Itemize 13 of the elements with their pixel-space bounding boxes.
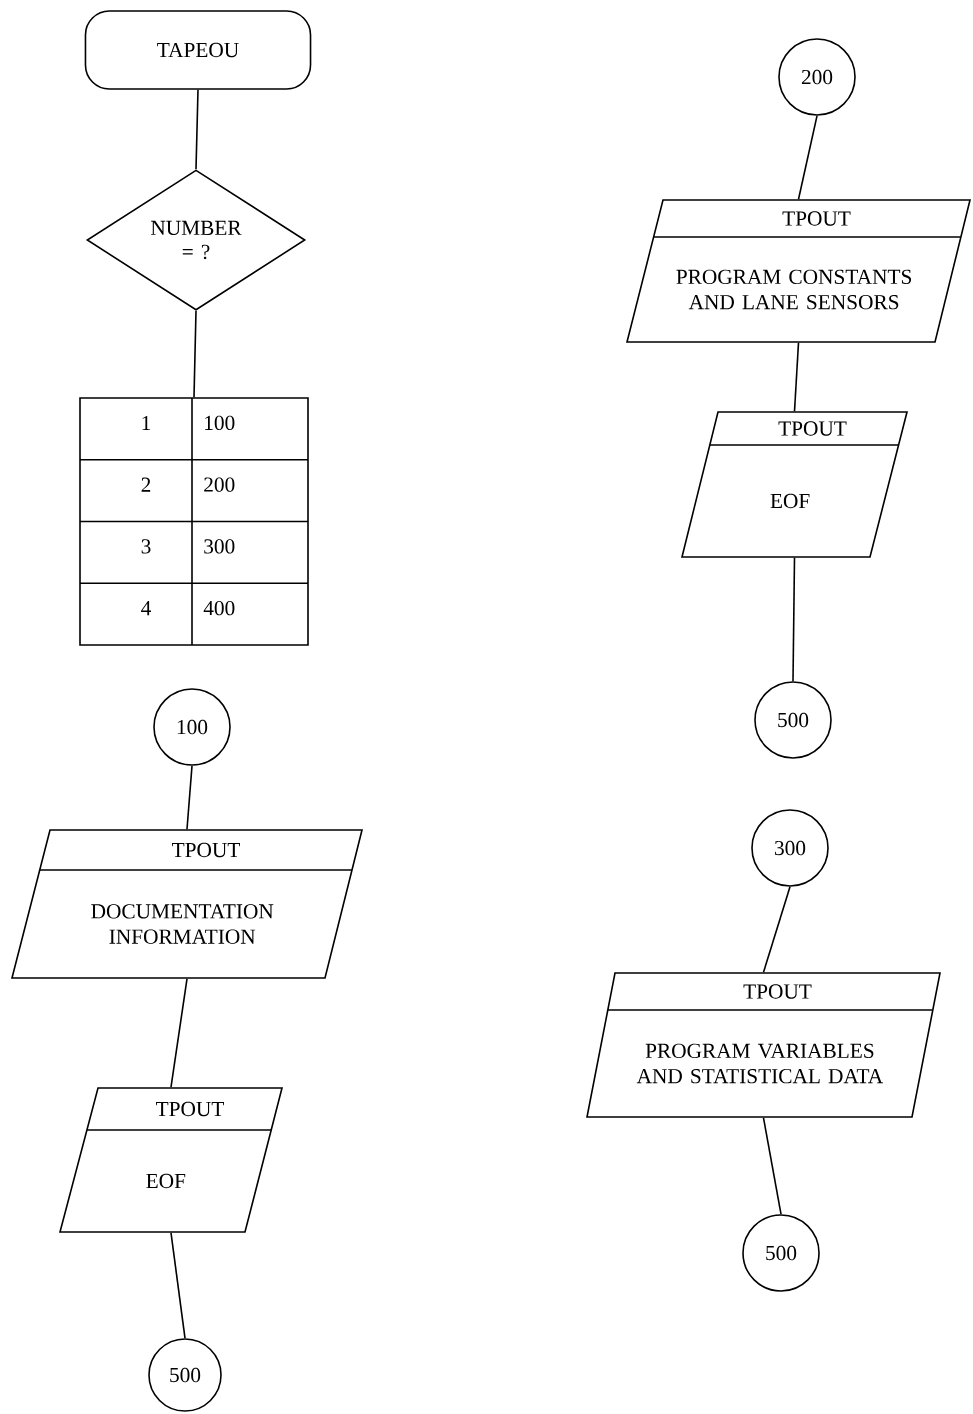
connector-line: [797, 115, 818, 200]
connector-line: [170, 978, 188, 1088]
connector-line: [186, 765, 193, 830]
connector-line: [762, 1117, 782, 1215]
connector-line: [793, 342, 800, 412]
branch-table: 1 100 2 200 3 300 4 400: [79, 397, 309, 646]
connector-line: [762, 886, 791, 973]
connector-line: [792, 557, 796, 682]
data-parallelogram: TPOUT PROGRAM VARIABLES AND STATISTICAL DATA: [586, 972, 941, 1118]
connector-line: [193, 310, 197, 399]
connector-line: [195, 89, 199, 170]
connector-line: [170, 1232, 186, 1339]
terminator-box: TAPEOU: [84, 10, 312, 90]
